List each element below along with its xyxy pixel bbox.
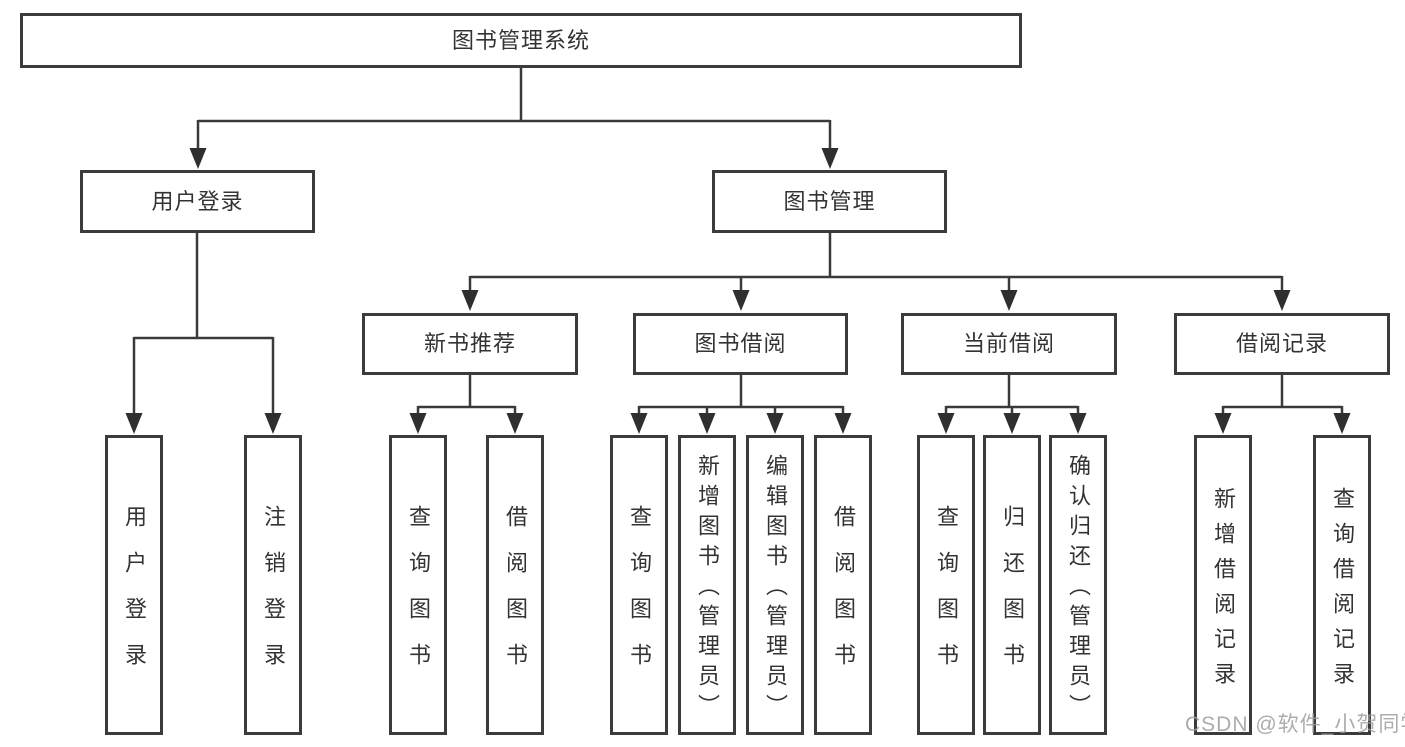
csdn-watermark: CSDN @软件_小贺同学 [1185, 713, 1405, 736]
node-label: 图书借阅 [694, 331, 787, 356]
node-label: 查询图书 [934, 505, 959, 689]
node-label: 借阅图书 [831, 505, 856, 689]
node-label: 图书管理 [783, 188, 876, 214]
node-new-book-recommend: 新书推荐 [362, 313, 578, 375]
node-label: 新增借阅记录 [1211, 486, 1236, 697]
connector-userlogin-to-leaves [132, 233, 275, 418]
arrow-down-icon [1003, 413, 1021, 434]
node-label: 新增图书（管理员） [695, 454, 720, 724]
arrow-down-icon [1273, 290, 1291, 311]
connector-root-to-level2 [196, 68, 832, 152]
arrow-down-icon [1069, 413, 1087, 434]
arrow-down-icon [732, 290, 750, 311]
arrowheads [125, 148, 1351, 434]
arrow-down-icon [264, 413, 282, 434]
arrow-down-icon [698, 413, 716, 434]
arrow-down-icon [834, 413, 852, 434]
node-library-system: 图书管理系统 [20, 13, 1022, 68]
node-label: 用户登录 [122, 505, 147, 689]
arrow-down-icon [125, 413, 143, 434]
arrow-down-icon [1214, 413, 1232, 434]
arrow-down-icon [409, 413, 427, 434]
arrow-down-icon [766, 413, 784, 434]
arrow-down-icon [189, 148, 207, 169]
arrow-down-icon [1333, 413, 1351, 434]
arrow-down-icon [461, 290, 479, 311]
node-label: 当前借阅 [962, 331, 1055, 356]
connector-bookmgmt-to-level3 [468, 233, 1284, 294]
connector-borrowing-to-leaves [637, 375, 845, 418]
leaf-user-login: 用户登录 [105, 435, 163, 735]
node-borrowing-records: 借阅记录 [1174, 313, 1390, 375]
connector-current-to-leaves [944, 375, 1080, 418]
leaf-edit-book-admin: 编辑图书（管理员） [746, 435, 804, 735]
node-label: 确认归还（管理员） [1066, 454, 1091, 724]
leaf-query-books: 查询图书 [389, 435, 447, 735]
leaf-borrow-books: 借阅图书 [814, 435, 872, 735]
node-label: 查询图书 [406, 505, 431, 689]
node-label: 图书管理系统 [451, 27, 590, 53]
node-label: 归还图书 [1000, 505, 1025, 689]
arrow-down-icon [1000, 290, 1018, 311]
leaf-query-books: 查询图书 [917, 435, 975, 735]
node-label: 借阅记录 [1235, 331, 1328, 356]
leaf-query-borrow-record: 查询借阅记录 [1313, 435, 1371, 735]
node-label: 用户登录 [151, 188, 244, 214]
leaf-add-borrow-record: 新增借阅记录 [1194, 435, 1252, 735]
leaf-logout: 注销登录 [244, 435, 302, 735]
node-label: 注销登录 [261, 505, 286, 689]
connector-records-to-leaves [1221, 375, 1344, 418]
leaf-query-books: 查询图书 [610, 435, 668, 735]
node-label: 编辑图书（管理员） [763, 454, 788, 724]
node-book-management: 图书管理 [712, 170, 947, 233]
node-label: 借阅图书 [503, 505, 528, 689]
node-label: 查询图书 [627, 505, 652, 689]
node-user-login: 用户登录 [80, 170, 315, 233]
node-book-borrowing: 图书借阅 [633, 313, 848, 375]
connector-newrec-to-leaves [416, 375, 517, 418]
leaf-return-books: 归还图书 [983, 435, 1041, 735]
leaf-borrow-books: 借阅图书 [486, 435, 544, 735]
node-label: 新书推荐 [423, 331, 516, 356]
node-current-borrowing: 当前借阅 [901, 313, 1117, 375]
arrow-down-icon [937, 413, 955, 434]
leaf-confirm-return-admin: 确认归还（管理员） [1049, 435, 1107, 735]
arrow-down-icon [821, 148, 839, 169]
arrow-down-icon [630, 413, 648, 434]
node-label: 查询借阅记录 [1330, 486, 1355, 697]
arrow-down-icon [506, 413, 524, 434]
leaf-add-book-admin: 新增图书（管理员） [678, 435, 736, 735]
